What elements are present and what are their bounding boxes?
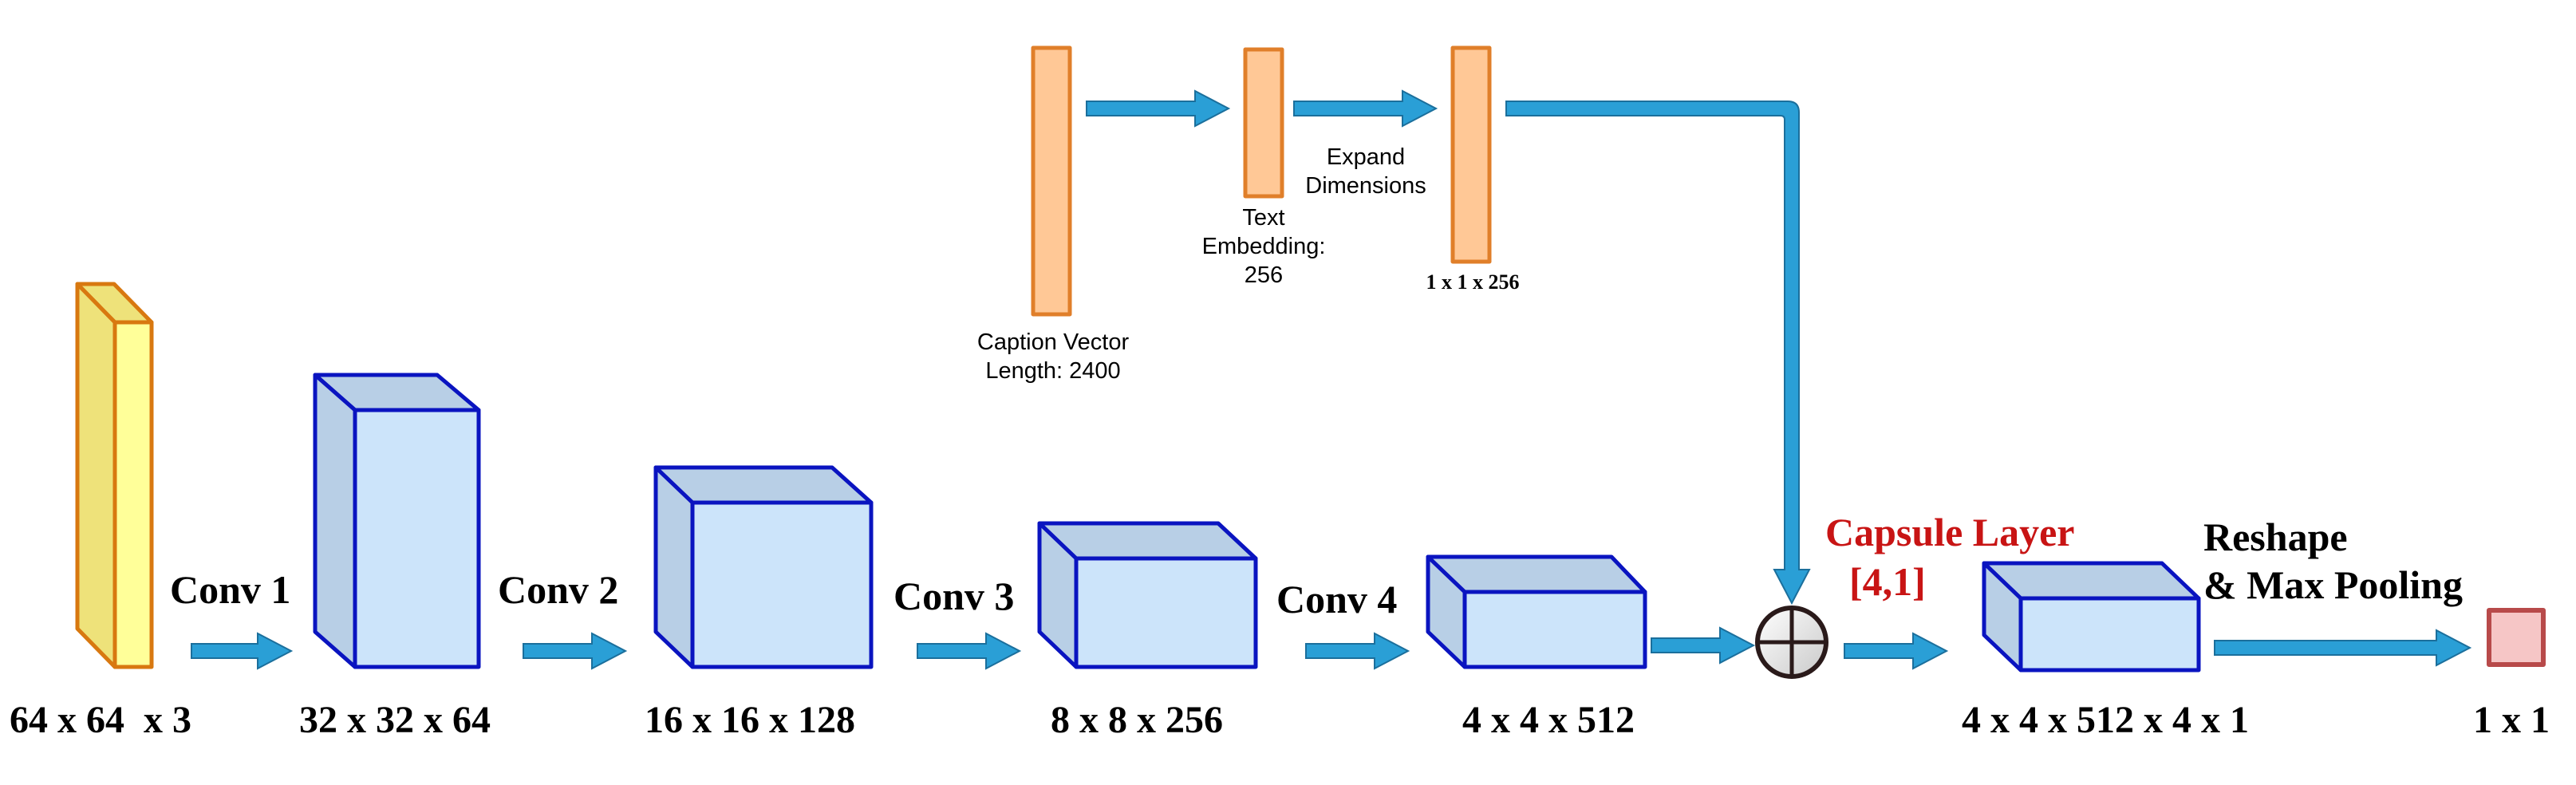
feature-block-2 xyxy=(653,465,874,669)
output-square xyxy=(2487,608,2546,667)
expanded-embedding-bar xyxy=(1450,45,1492,264)
arrow-shape xyxy=(1293,89,1438,128)
capsule-front xyxy=(2018,596,2201,673)
input-volume-side xyxy=(75,282,117,669)
block3-front xyxy=(1074,556,1258,669)
caption-vector-label-1: Caption Vector xyxy=(977,329,1130,355)
conv4-label: Conv 4 xyxy=(1276,577,1397,621)
input-volume xyxy=(75,282,154,669)
output-dims: 1 x 1 xyxy=(2473,699,2550,741)
conv2-label: Conv 2 xyxy=(498,567,618,612)
arrow-shape xyxy=(1086,89,1231,128)
arrow-to-concat xyxy=(1651,626,1756,665)
caption-vector-label-2: Length: 2400 xyxy=(985,358,1120,384)
conv3-label: Conv 3 xyxy=(894,574,1014,618)
expanded-dims-label: 1 x 1 x 256 xyxy=(1426,270,1520,294)
reshape-label-line2: & Max Pooling xyxy=(2203,562,2463,607)
text-embedding-label-1: Text xyxy=(1242,205,1284,231)
block1-front xyxy=(353,408,481,669)
reshape-label-line1: Reshape xyxy=(2203,515,2348,559)
arrow-shape xyxy=(191,632,294,670)
arrow-shape xyxy=(1651,626,1756,665)
arrow-capsule xyxy=(1844,632,1949,670)
arrow-shape xyxy=(1305,632,1410,670)
arrow-shape xyxy=(523,632,628,670)
block4-front xyxy=(1462,590,1647,669)
input-volume-front xyxy=(112,320,154,669)
capsule-layer-shape: [4,1] xyxy=(1849,559,1926,604)
arrow-embed-to-expand xyxy=(1293,89,1438,128)
expand-dims-label-2: Dimensions xyxy=(1305,173,1426,199)
expand-dims-label-1: Expand xyxy=(1327,144,1405,170)
arrow-text-to-concat xyxy=(1505,101,1811,606)
arrow-conv3 xyxy=(917,632,1022,670)
arrow-shape xyxy=(917,632,1022,670)
capsule-layer-label: Capsule Layer xyxy=(1825,510,2075,554)
arrow-reshape xyxy=(2214,629,2472,667)
capsule-block xyxy=(1982,561,2201,673)
feature-block-4 xyxy=(1426,554,1647,669)
text-embedding-label-2: Embedding: xyxy=(1202,234,1326,259)
block2-front xyxy=(690,500,874,669)
circle-plus-icon xyxy=(1755,606,1828,679)
arrow-conv2 xyxy=(523,632,628,670)
block2-side xyxy=(653,465,695,669)
feature-block-3 xyxy=(1037,521,1258,669)
block2-dims: 16 x 16 x 128 xyxy=(645,699,855,741)
text-embedding-label-3: 256 xyxy=(1245,262,1283,288)
arrow-conv4 xyxy=(1305,632,1410,670)
arrow-conv1 xyxy=(191,632,294,670)
conv1-label: Conv 1 xyxy=(170,567,290,612)
input-dims: 64 x 64 x 3 xyxy=(10,699,191,741)
caption-vector-bar xyxy=(1031,45,1072,317)
capsule-dims: 4 x 4 x 512 x 4 x 1 xyxy=(1962,699,2249,741)
arrow-shape xyxy=(1844,632,1949,670)
block3-dims: 8 x 8 x 256 xyxy=(1051,699,1223,741)
text-embedding-bar xyxy=(1243,47,1284,199)
block1-dims: 32 x 32 x 64 xyxy=(299,699,491,741)
arrow-caption-to-embed xyxy=(1086,89,1231,128)
feature-block-1 xyxy=(313,373,481,669)
block4-dims: 4 x 4 x 512 xyxy=(1462,699,1635,741)
block1-side xyxy=(313,373,357,669)
bent-arrow-shape xyxy=(1505,101,1811,606)
arrow-shape xyxy=(2214,629,2472,667)
